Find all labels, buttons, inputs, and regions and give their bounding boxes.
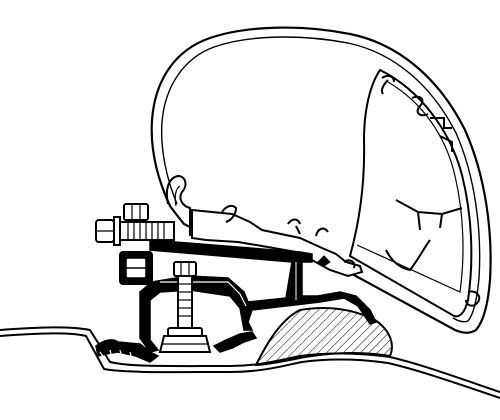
clamp-bolt-assembly [95,203,175,285]
vertical-anchor-bolt [158,261,212,353]
rubber-seal-strip [95,331,258,363]
case-mount-rail [191,204,364,278]
roof-gutter-hatched-section [254,307,393,367]
adapter-bracket-profile [139,239,378,353]
awning-case-profile [150,26,492,334]
